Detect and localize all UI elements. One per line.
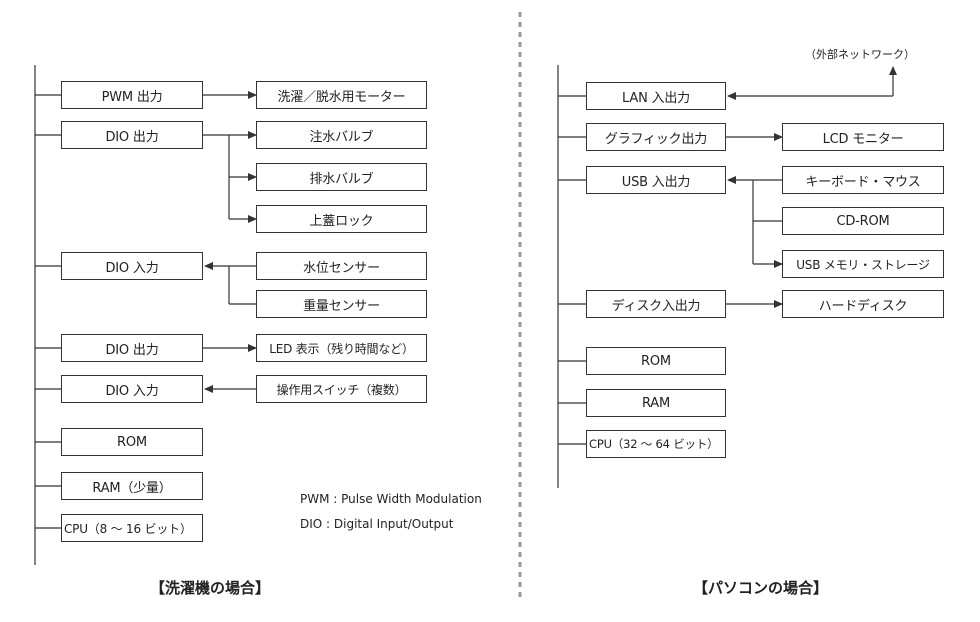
pc-caption: 【パソコンの場合】 [693,579,829,597]
washer-dio-output-box: DIO 出力 [61,121,203,149]
pc-graphics-output-box: グラフィック出力 [586,123,726,151]
washer-cpu-box: CPU（8 ～ 16 ビット） [61,514,203,542]
washer-inlet-valve-box: 注水バルブ [256,121,427,149]
legend-dio: DIO : Digital Input/Output [300,517,454,531]
washer-ram-box: RAM（少量） [61,472,203,500]
pc-rom-box: ROM [586,347,726,375]
washer-connectors [34,65,257,565]
legend-pwm: PWM : Pulse Width Modulation [300,492,482,506]
washer-dio-input-box: DIO 入力 [61,252,203,280]
washer-motor-box: 洗濯／脱水用モーター [256,81,427,109]
pc-lan-io-box: LAN 入出力 [586,82,726,110]
pc-usb-io-box: USB 入出力 [586,166,726,194]
washer-weight-sensor-box: 重量センサー [256,290,427,318]
washer-dio-input-switch-box: DIO 入力 [61,375,203,403]
pc-cpu-box: CPU（32 ～ 64 ビット） [586,430,726,458]
pc-usb-storage-box: USB メモリ・ストレージ [782,250,944,278]
pc-lcd-box: LCD モニター [782,123,944,151]
washer-lid-lock-box: 上蓋ロック [256,205,427,233]
pc-ram-box: RAM [586,389,726,417]
external-network-label: （外部ネットワーク） [805,48,915,61]
pc-cdrom-box: CD-ROM [782,207,944,235]
pc-keyboard-mouse-box: キーボード・マウス [782,166,944,194]
pc-hdd-box: ハードディスク [782,290,944,318]
washer-caption: 【洗濯機の場合】 [150,579,271,597]
washer-led-display-box: LED 表示（残り時間など） [256,334,427,362]
washer-rom-box: ROM [61,428,203,456]
pc-disk-io-box: ディスク入出力 [586,290,726,318]
pc-connectors [557,65,897,488]
washer-pwm-output-box: PWM 出力 [61,81,203,109]
washer-dio-output-led-box: DIO 出力 [61,334,203,362]
washer-switches-box: 操作用スイッチ（複数） [256,375,427,403]
washer-water-sensor-box: 水位センサー [256,252,427,280]
washer-drain-valve-box: 排水バルブ [256,163,427,191]
